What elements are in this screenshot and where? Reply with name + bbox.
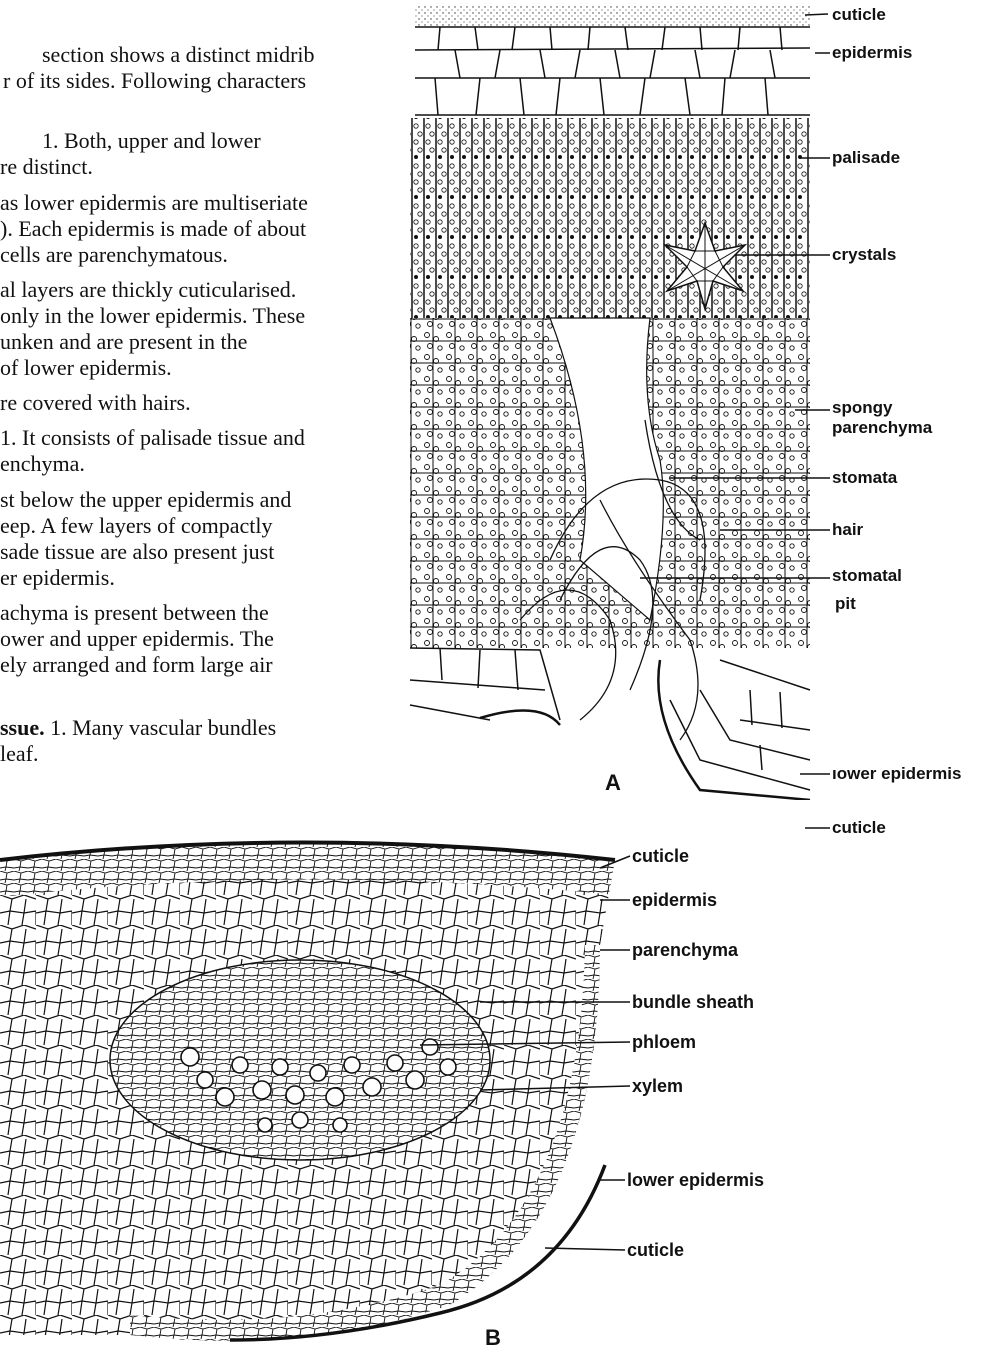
label-hair: hair (832, 520, 863, 540)
label-b-epidermis: epidermis (632, 890, 717, 910)
label-b-xylem: xylem (632, 1076, 683, 1096)
label-b-cuticle-top: cuticle (632, 846, 689, 866)
figure-b-midrib-section: B (0, 835, 640, 1350)
text-line: ). Each epidermis is made of about (0, 216, 306, 242)
vascular-bundle (110, 960, 490, 1160)
text-line: enchyma. (0, 451, 85, 477)
label-cuticle-top: cuticle (832, 5, 886, 25)
label-b-bundle-sheath: bundle sheath (632, 992, 754, 1012)
cuticle-layer (415, 5, 810, 27)
text-line: 1. Both, upper and lower (42, 128, 261, 154)
bold-heading-fragment: ssue. (0, 715, 45, 740)
text-line: achyma is present between the (0, 600, 269, 626)
figure-b-drawing (0, 835, 640, 1350)
label-crystals: crystals (832, 245, 896, 265)
text-line: ower and upper epidermis. The (0, 626, 274, 652)
text-line: eep. A few layers of compactly (0, 513, 272, 539)
label-lower-epidermis: ıower epidermis (832, 764, 961, 784)
label-spongy-parenchyma: parenchyma (832, 418, 932, 438)
text-line: st below the upper epidermis and (0, 487, 291, 513)
label-b-lower-epidermis: lower epidermis (627, 1170, 764, 1190)
label-epidermis: epidermis (832, 43, 912, 63)
text-line: section shows a distinct midrib (42, 42, 315, 68)
figure-a-letter: A (605, 770, 621, 796)
label-b-parenchyma: parenchyma (632, 940, 738, 960)
palisade-tissue (410, 118, 810, 318)
text-line: only in the lower epidermis. These (0, 303, 305, 329)
label-spongy: spongy (832, 398, 892, 418)
label-stomatal: stomatal (832, 566, 902, 586)
text-line: 1. It consists of palisade tissue and (0, 425, 305, 451)
label-b-phloem: phloem (632, 1032, 696, 1052)
lower-epidermis-cells (410, 648, 810, 790)
text-line: al layers are thickly cuticularised. (0, 277, 296, 303)
text-line: re distinct. (0, 154, 93, 180)
text-line: er epidermis. (0, 565, 115, 591)
lower-cuticle-line (658, 660, 810, 800)
label-stomatal-pit: pit (835, 594, 856, 614)
figure-a-leaf-section: A (400, 0, 815, 800)
text-line: re covered with hairs. (0, 390, 191, 416)
text-fragment: 1. Many vascular bundles (45, 715, 277, 740)
text-line: cells are parenchymatous. (0, 242, 228, 268)
text-line: sade tissue are also present just (0, 539, 274, 565)
text-line: r of its sides. Following characters (3, 68, 306, 94)
text-line: of lower epidermis. (0, 355, 172, 381)
label-palisade: palisade (832, 148, 900, 168)
label-b-cuticle-bottom: cuticle (627, 1240, 684, 1260)
label-cuticle-bottom: cuticle (832, 818, 886, 838)
text-line: as lower epidermis are multiseriate (0, 190, 308, 216)
figure-a-drawing (400, 0, 815, 800)
text-line: ely arranged and form large air (0, 652, 273, 678)
text-line: ssue. 1. Many vascular bundles (0, 715, 276, 741)
upper-epidermis-cells (415, 27, 810, 115)
label-stomata: stomata (832, 468, 897, 488)
figure-b-letter: B (485, 1325, 501, 1351)
text-line: unken and are present in the (0, 329, 247, 355)
text-line: leaf. (0, 741, 38, 767)
